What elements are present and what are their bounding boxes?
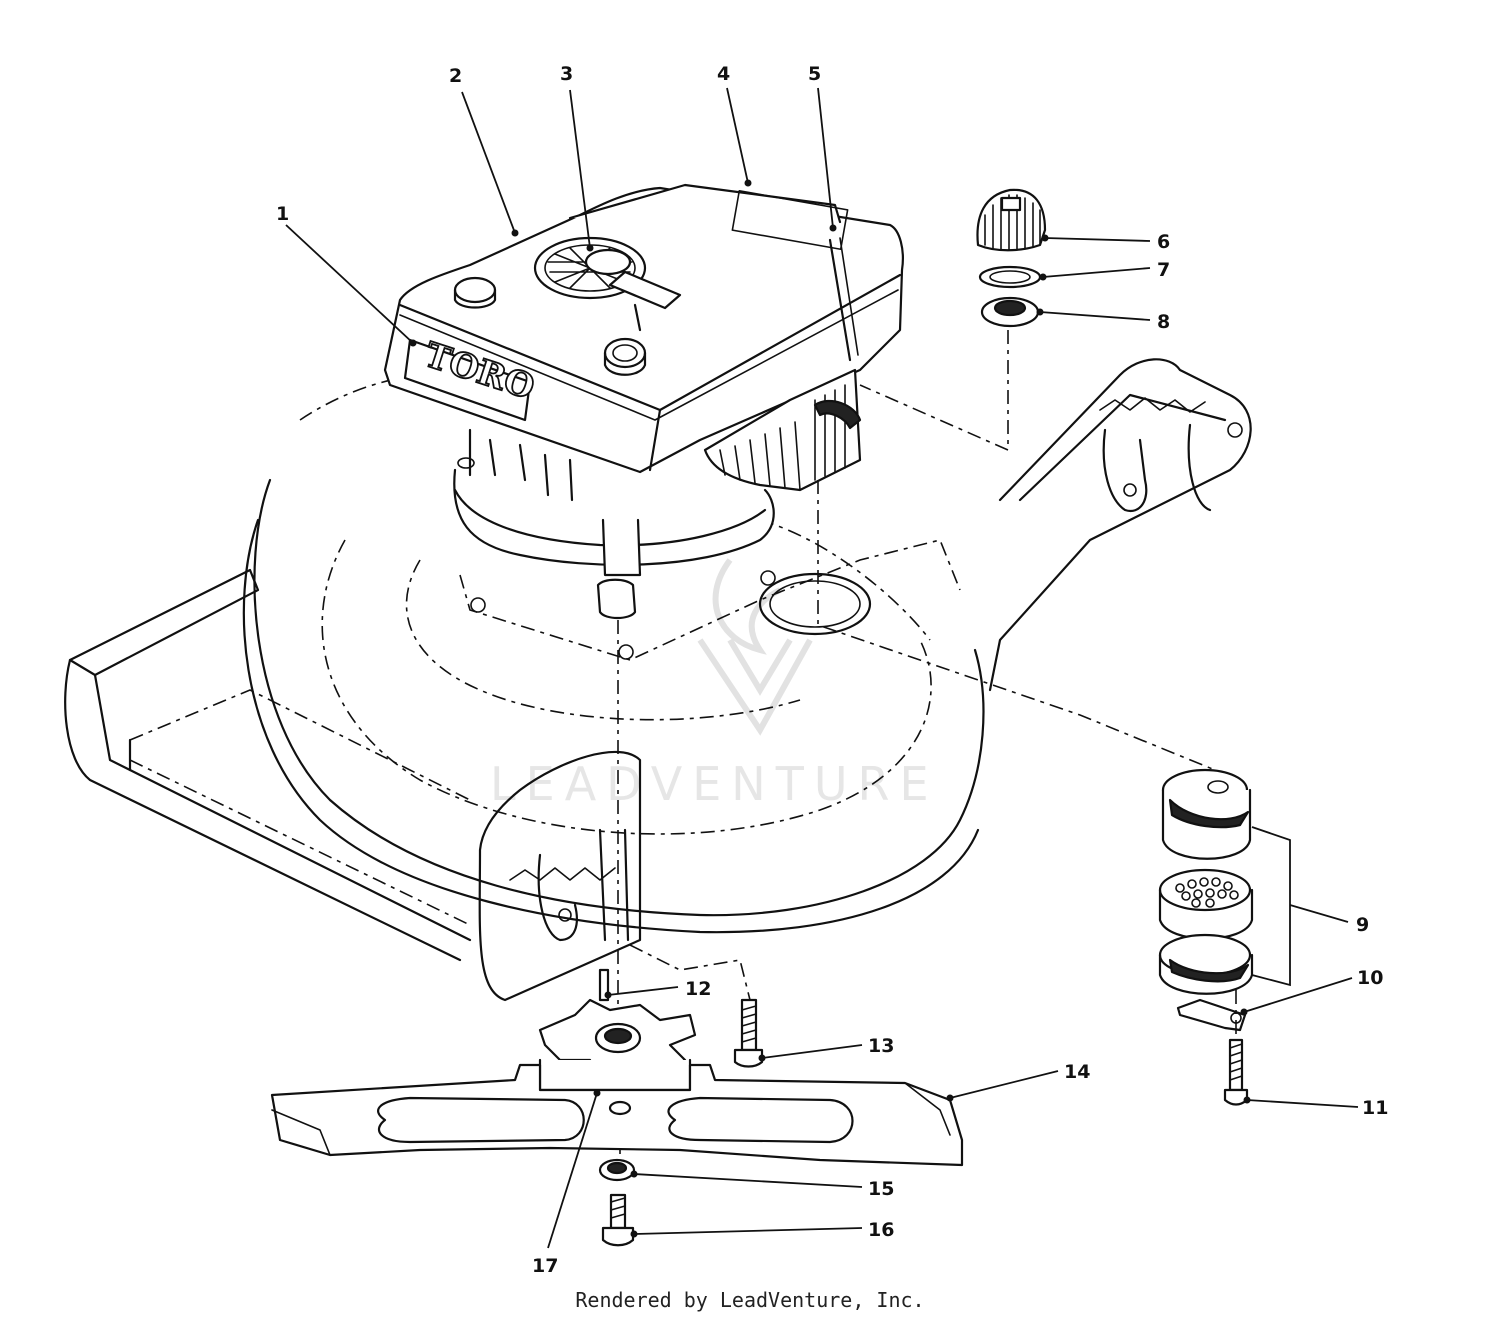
callout-11: 11 [1362,1097,1388,1119]
blade-assembly [270,944,964,1247]
callout-numbers: 1 2 3 4 5 6 7 8 9 10 11 12 13 14 15 16 1… [276,63,1388,1277]
mower-deck [64,358,1252,1002]
callout-6: 6 [1157,231,1170,253]
watermark-text: LEADVENTURE [490,757,939,811]
spark-plug-boot-group [859,188,1047,452]
callout-16: 16 [868,1219,894,1241]
callout-14: 14 [1064,1061,1090,1083]
callout-17: 17 [532,1255,558,1277]
callout-7: 7 [1157,259,1170,281]
muffler-screen-holes [1175,877,1239,908]
watermark-logo: LEADVENTURE [490,558,939,811]
callout-1: 1 [276,203,289,225]
callout-5: 5 [808,63,821,85]
cylinder-fins [703,368,862,492]
callout-10: 10 [1357,967,1383,989]
engine-assembly: TORO [383,183,904,620]
muffler-group [817,480,1254,1106]
callout-13: 13 [868,1035,894,1057]
callout-15: 15 [868,1178,894,1200]
callout-8: 8 [1157,311,1170,333]
callout-4: 4 [717,63,730,85]
callout-12: 12 [685,978,711,1000]
callout-2: 2 [449,65,462,87]
callout-3: 3 [560,63,573,85]
callout-leaders [285,87,1359,1249]
render-credit: Rendered by LeadVenture, Inc. [575,1288,925,1312]
callout-9: 9 [1356,914,1369,936]
